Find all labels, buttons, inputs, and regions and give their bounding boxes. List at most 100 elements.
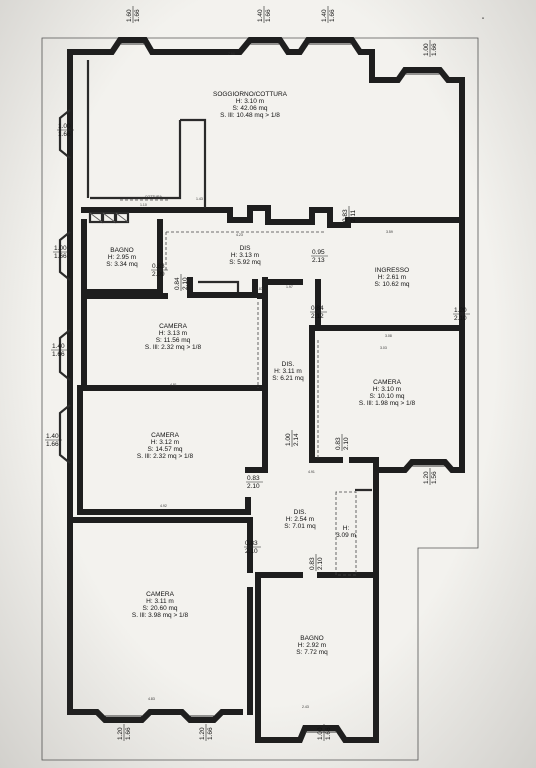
opening-dim-win_l4: 1.401.66 (45, 433, 62, 448)
opening-dim-door_cam4: 0.832.10 (244, 540, 261, 555)
room-label-line: H: 2.95 m (108, 254, 136, 261)
opening-width: 1.00 (285, 433, 292, 446)
opening-width: 1.20 (454, 307, 467, 314)
opening-width: 1.00 (58, 123, 71, 130)
opening-dim-win_l2: 1.001.66 (53, 245, 70, 260)
room-label-line: H: 3.13 m (159, 330, 187, 337)
opening-height: 1.66 (58, 131, 71, 138)
room-label-line: DIS (240, 245, 252, 252)
opening-height: 2.13 (312, 257, 325, 264)
room-label-line: CAMERA (146, 591, 174, 598)
room-label-h309: H:3.09 m (336, 525, 356, 539)
dashed-zones (120, 199, 357, 576)
opening-height: 2.11 (350, 209, 357, 222)
opening-dim-door_dis2: 0.842.12 (310, 305, 327, 320)
room-label-line: S: 3.34 mq (106, 261, 138, 268)
wall-dimension: 1.43 (196, 197, 203, 201)
room-label-line: S: 7.72 mq (296, 649, 328, 656)
room-label-line: S. Ill: 3.98 mq > 1/8 (132, 612, 189, 619)
room-label-line: DIS. (282, 361, 295, 368)
room-label-line: S: 7.01 mq (284, 523, 316, 530)
opening-height: 1.66 (46, 441, 59, 448)
room-label-line: S: 11.56 mq (156, 337, 191, 344)
opening-width: 1.00 (423, 43, 430, 56)
opening-height: 1.66 (54, 253, 67, 260)
opening-height: 2.09 (152, 271, 165, 278)
opening-height: 2.10 (182, 277, 189, 290)
outer-walls (67, 37, 465, 743)
room-label-line: CAMERA (151, 432, 179, 439)
window-glass (105, 43, 445, 733)
opening-height: 2.12 (311, 313, 324, 320)
room-label-line: S: 20.60 mq (142, 605, 177, 612)
room-label-line: INGRESSO (375, 267, 409, 274)
opening-width: 1.60 (126, 9, 133, 22)
room-label-line: H: 3.11 m (146, 598, 174, 605)
wall-dimension: 2.43 (302, 705, 309, 709)
room-label-line: SOGGIORNO/COTTURA (213, 91, 288, 98)
wall-dimension: 4.83 (148, 697, 155, 701)
room-label-line: H: 3.13 m (231, 252, 259, 259)
room-label-line: 3.09 m (336, 532, 356, 539)
opening-width: 0.83 (245, 540, 258, 547)
opening-width: 1.40 (257, 9, 264, 22)
room-label-line: H: (343, 525, 350, 532)
left-windows (58, 109, 71, 464)
opening-width: 0.83 (152, 263, 165, 270)
opening-dim-door_bagno1: 0.832.09 (151, 263, 168, 278)
room-label-line: BAGNO (110, 247, 133, 254)
opening-height: 1.66 (134, 9, 141, 22)
room-label-line: S: 42.06 mq (232, 105, 267, 112)
wall-dimension: 4.23 (236, 233, 243, 237)
opening-height: 1.66 (125, 727, 132, 740)
room-label-line: S. Ill: 10.48 mq > 1/8 (220, 112, 280, 119)
room-label-line: H: 2.61 m (378, 274, 406, 281)
opening-dim-door_dis: 0.952.13 (311, 249, 328, 264)
opening-width: 1.40 (52, 343, 65, 350)
drawing-frame (41, 37, 479, 761)
room-label-line: H: 3.10 m (373, 386, 401, 393)
room-label-line: S. Ill: 2.32 mq > 1/8 (145, 344, 202, 351)
opening-width: 1.20 (423, 471, 430, 484)
wall-dimension: 7.90 (228, 52, 235, 56)
opening-dim-door_ingresso_r: 1.202.10 (453, 307, 470, 322)
interior-walls (69, 60, 465, 743)
room-label-line: COTTURA (145, 195, 163, 199)
opening-width: 1.40 (46, 433, 59, 440)
room-label-cottura_tag: COTTURA (145, 195, 163, 199)
opening-height: 1.66 (52, 351, 65, 358)
room-label-line: H: 2.54 m (286, 516, 314, 523)
room-label-line: S: 10.10 mq (369, 393, 404, 400)
room-label-line: DIS. (294, 509, 307, 516)
wall-dimension: 4.92 (160, 504, 167, 508)
opening-width: 1.40 (321, 9, 328, 22)
opening-height: 1.66 (329, 9, 336, 22)
opening-width: 0.83 (342, 209, 349, 222)
wall-dimension: 4.81 (170, 383, 177, 387)
wall-dimension: 3.08 (385, 334, 392, 338)
opening-height: 1.56 (431, 471, 438, 484)
opening-dim-door_cam3: 0.832.10 (246, 475, 263, 490)
room-label-line: S: 6.21 mq (272, 375, 304, 382)
corner-mark: " (482, 17, 485, 24)
opening-dim-win_l3: 1.401.66 (51, 343, 68, 358)
room-label-line: S. Ill: 2.32 mq > 1/8 (137, 453, 194, 460)
wall-dimension: 3.03 (380, 346, 387, 350)
opening-height: 2.10 (317, 557, 324, 570)
opening-height: 1.66 (207, 727, 214, 740)
wall-dimension: 4.91 (308, 470, 315, 474)
room-label-line: CAMERA (159, 323, 187, 330)
